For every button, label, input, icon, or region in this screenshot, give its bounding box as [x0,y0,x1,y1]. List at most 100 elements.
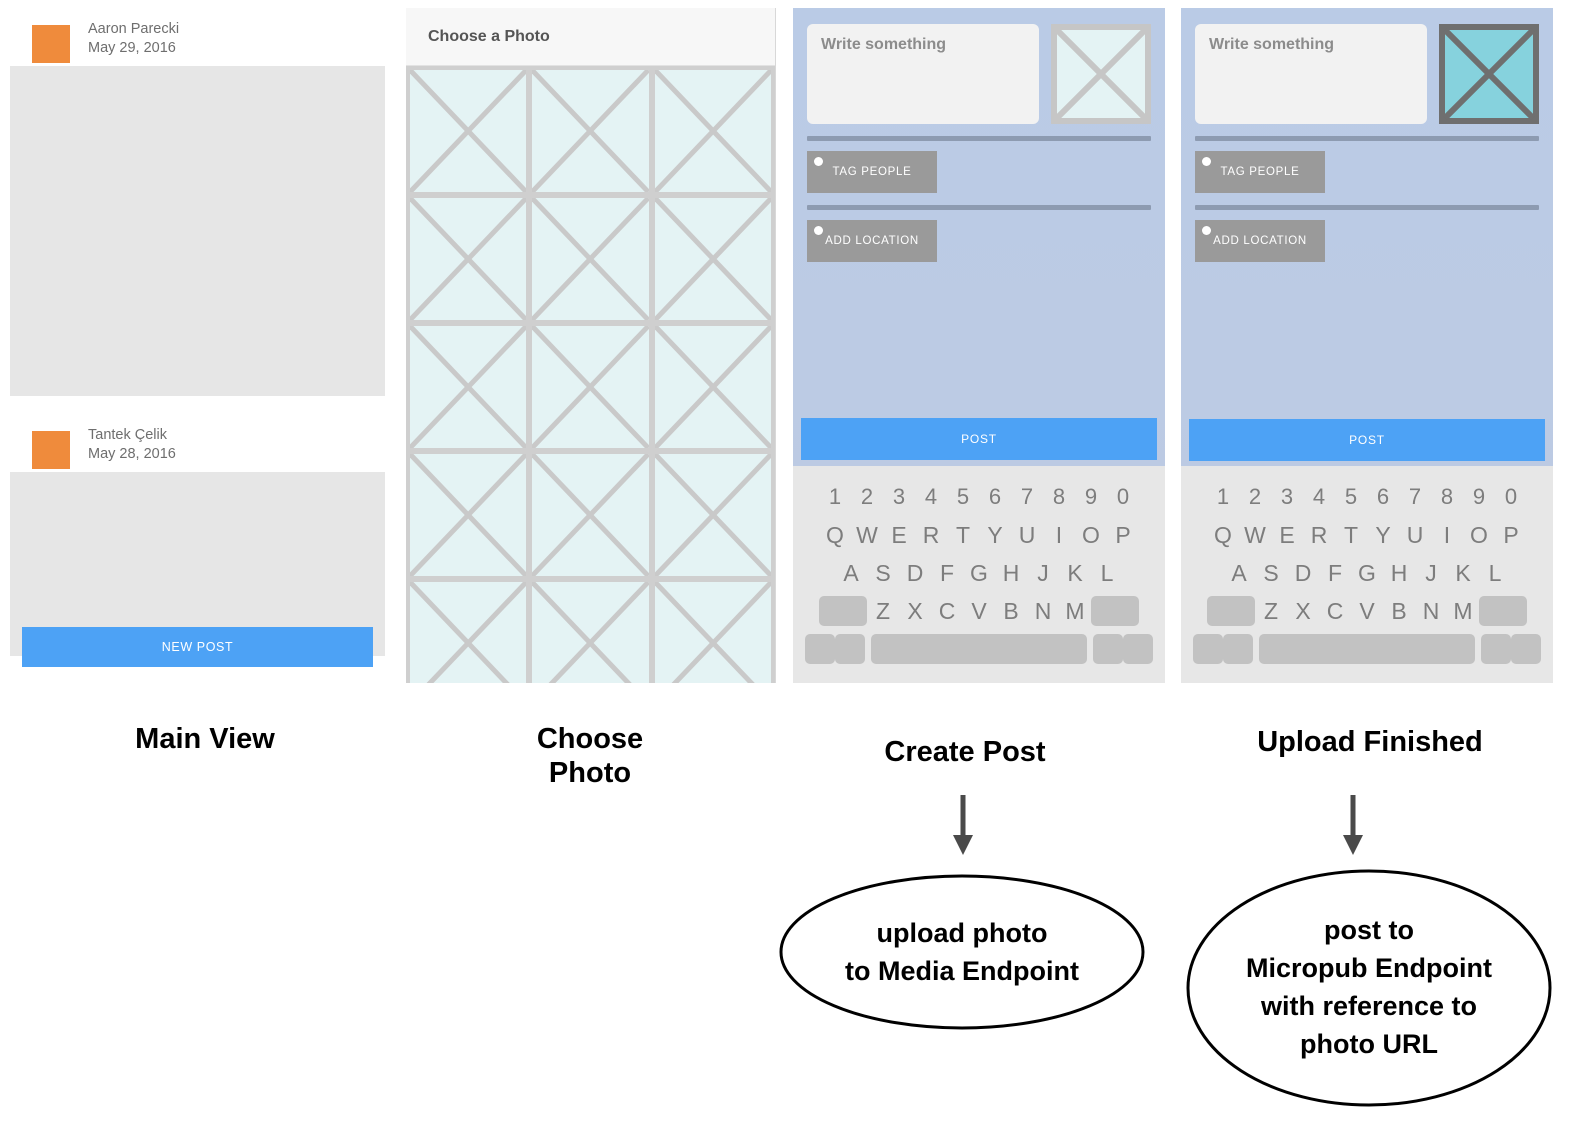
keyboard-key-H[interactable]: H [1390,559,1408,586]
keyboard-key-6[interactable]: 6 [1376,484,1390,509]
keyboard-key-U[interactable]: U [1018,521,1036,548]
keyboard-key-F[interactable]: F [939,559,955,586]
keyboard-key-return[interactable] [1123,634,1153,664]
keyboard-key-M[interactable]: M [1453,597,1473,624]
keyboard-key-numeric[interactable] [805,634,835,664]
keyboard-key-space[interactable] [1259,634,1475,664]
keyboard-key-backspace[interactable] [1479,596,1527,626]
keyboard-key-W[interactable]: W [1244,521,1266,548]
photo-tile[interactable] [410,326,527,448]
keyboard-key-V[interactable]: V [971,597,987,624]
keyboard-key-2[interactable]: 2 [1248,484,1262,509]
keyboard-key-J[interactable]: J [1037,559,1049,586]
keyboard-key-T[interactable]: T [1343,521,1359,548]
photo-tile[interactable] [410,582,527,683]
photo-tile[interactable] [410,454,527,576]
keyboard-key-1[interactable]: 1 [1216,484,1230,509]
new-post-button[interactable]: NEW POST [22,627,373,667]
keyboard-key-backspace[interactable] [1091,596,1139,626]
keyboard-key-D[interactable]: D [906,559,924,586]
photo-tile[interactable] [654,326,771,448]
keyboard-key-A[interactable]: A [843,559,859,586]
photo-tile[interactable] [532,198,649,320]
keyboard-key-space[interactable] [871,634,1087,664]
add-location-button[interactable]: ADD LOCATION [1195,220,1325,262]
keyboard-key-6[interactable]: 6 [988,484,1002,509]
keyboard-key-Z[interactable]: Z [875,597,891,624]
keyboard-key-Y[interactable]: Y [1375,521,1391,548]
keyboard-key-4[interactable]: 4 [924,484,938,509]
keyboard-key-E[interactable]: E [1279,521,1295,548]
keyboard-key-7[interactable]: 7 [1408,484,1422,509]
keyboard-key-K[interactable]: K [1067,559,1083,586]
tag-people-button[interactable]: TAG PEOPLE [1195,151,1325,193]
keyboard-key-5[interactable]: 5 [956,484,970,509]
photo-tile[interactable] [654,582,771,683]
keyboard-key-G[interactable]: G [1358,559,1376,586]
feed-entry-photo[interactable] [10,66,385,396]
keyboard-key-W[interactable]: W [856,521,878,548]
keyboard-key-R[interactable]: R [922,521,940,548]
keyboard-key-Q[interactable]: Q [1214,521,1232,548]
keyboard-key-3[interactable]: 3 [1280,484,1294,509]
keyboard-key-D[interactable]: D [1294,559,1312,586]
keyboard-key-period[interactable] [1481,634,1511,664]
keyboard-key-Q[interactable]: Q [826,521,844,548]
keyboard-key-shift[interactable] [819,596,867,626]
keyboard-key-emoji[interactable] [835,634,865,664]
photo-tile[interactable] [532,454,649,576]
keyboard-key-L[interactable]: L [1488,559,1502,586]
feed-entry-photo[interactable] [10,472,385,656]
keyboard-key-P[interactable]: P [1115,521,1131,548]
photo-tile[interactable] [532,326,649,448]
tag-people-button[interactable]: TAG PEOPLE [807,151,937,193]
keyboard-key-S[interactable]: S [1263,559,1279,586]
keyboard-key-Z[interactable]: Z [1263,597,1279,624]
keyboard-key-4[interactable]: 4 [1312,484,1326,509]
keyboard-key-C[interactable]: C [1326,597,1344,624]
keyboard-key-X[interactable]: X [907,597,923,624]
keyboard-key-7[interactable]: 7 [1020,484,1034,509]
keyboard-key-shift[interactable] [1207,596,1255,626]
keyboard-key-R[interactable]: R [1310,521,1328,548]
compose-textarea[interactable]: Write something [807,24,1039,124]
photo-tile[interactable] [654,454,771,576]
keyboard-key-I[interactable]: I [1055,521,1063,548]
keyboard-key-0[interactable]: 0 [1504,484,1518,509]
photo-tile[interactable] [410,70,527,192]
feed-entry[interactable]: Tantek Çelik May 28, 2016 [10,414,385,656]
keyboard-key-T[interactable]: T [955,521,971,548]
keyboard-key-N[interactable]: N [1422,597,1440,624]
keyboard-key-C[interactable]: C [938,597,956,624]
photo-tile[interactable] [654,70,771,192]
keyboard-key-B[interactable]: B [1003,597,1019,624]
keyboard-key-H[interactable]: H [1002,559,1020,586]
compose-textarea[interactable]: Write something [1195,24,1427,124]
photo-thumbnail-uploaded[interactable] [1439,24,1539,124]
photo-thumbnail-empty[interactable] [1051,24,1151,124]
keyboard-key-5[interactable]: 5 [1344,484,1358,509]
keyboard-key-return[interactable] [1511,634,1541,664]
photo-tile[interactable] [532,70,649,192]
photo-tile[interactable] [654,198,771,320]
keyboard-key-S[interactable]: S [875,559,891,586]
keyboard-key-Y[interactable]: Y [987,521,1003,548]
keyboard-key-9[interactable]: 9 [1472,484,1486,509]
keyboard-key-N[interactable]: N [1034,597,1052,624]
keyboard-key-G[interactable]: G [970,559,988,586]
keyboard-key-emoji[interactable] [1223,634,1253,664]
keyboard-key-period[interactable] [1093,634,1123,664]
keyboard-key-3[interactable]: 3 [892,484,906,509]
keyboard-key-L[interactable]: L [1100,559,1114,586]
keyboard-key-numeric[interactable] [1193,634,1223,664]
feed-entry[interactable]: Aaron Parecki May 29, 2016 [10,8,385,396]
keyboard-key-M[interactable]: M [1065,597,1085,624]
photo-tile[interactable] [532,582,649,683]
keyboard-key-1[interactable]: 1 [828,484,842,509]
add-location-button[interactable]: ADD LOCATION [807,220,937,262]
keyboard-key-X[interactable]: X [1295,597,1311,624]
keyboard-key-9[interactable]: 9 [1084,484,1098,509]
post-button[interactable]: POST [1189,419,1545,461]
